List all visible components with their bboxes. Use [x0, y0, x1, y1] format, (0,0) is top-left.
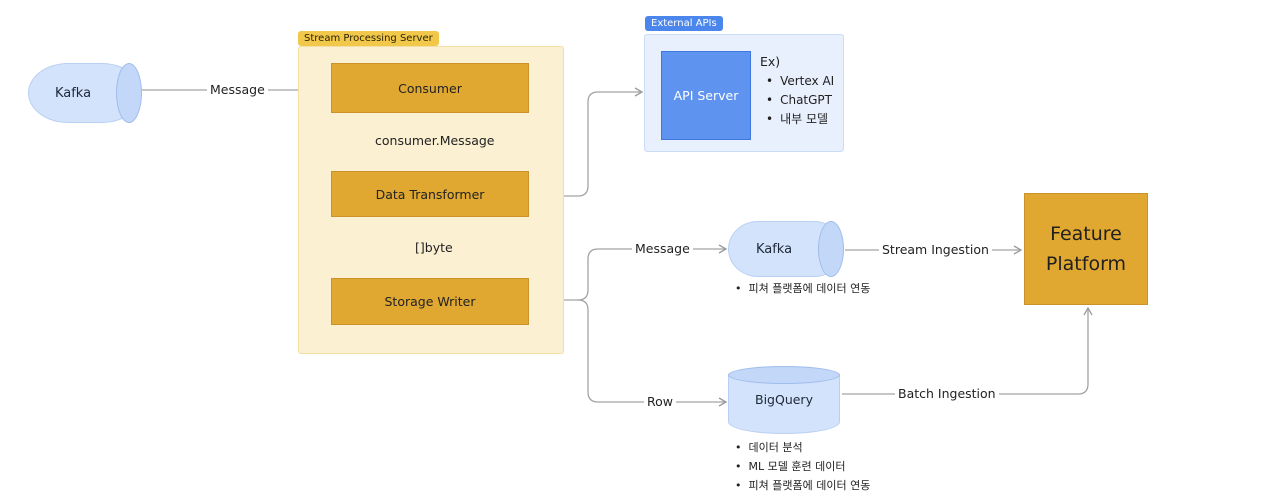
note-item: 피쳐 플랫폼에 데이터 연동 [735, 279, 871, 298]
external-apis-tag: External APIs [645, 16, 723, 31]
note-item: 피쳐 플랫폼에 데이터 연동 [735, 476, 871, 495]
examples-list: Vertex AI ChatGPT 내부 모델 [766, 72, 834, 129]
kafka-sink-notes: 피쳐 플랫폼에 데이터 연동 [735, 279, 871, 298]
kafka-sink-cylinder: Kafka [728, 221, 844, 277]
note-item: 데이터 분석 [735, 438, 870, 457]
bigquery-notes: 데이터 분석 ML 모델 훈련 데이터 피쳐 플랫폼에 데이터 연동 [735, 438, 871, 495]
edge-label-consumer-message: consumer.Message [372, 133, 498, 148]
api-server-box: API Server [661, 51, 751, 140]
edge-label-message-in: Message [207, 82, 268, 97]
edge-label-message-out: Message [632, 241, 693, 256]
edge-transformer-api [530, 87, 644, 201]
edge-label-stream-ingestion: Stream Ingestion [879, 242, 992, 257]
kafka-source-label: Kafka [54, 85, 92, 101]
example-item: ChatGPT [766, 91, 834, 110]
feature-platform-box: Feature Platform [1024, 193, 1148, 305]
edge-label-byte: []byte [412, 240, 456, 255]
stream-server-tag: Stream Processing Server [298, 31, 439, 46]
storage-writer-box: Storage Writer [331, 278, 529, 325]
edge-bigquery-feature [842, 306, 1093, 395]
kafka-sink-label: Kafka [755, 241, 793, 257]
feature-platform-line2: Platform [1045, 253, 1127, 275]
examples-title: Ex) [760, 54, 781, 69]
data-transformer-box: Data Transformer [331, 171, 529, 217]
bigquery-label: BigQuery [755, 392, 813, 407]
consumer-box: Consumer [331, 63, 529, 113]
bigquery-cylinder: BigQuery [728, 366, 840, 434]
example-item: 내부 모델 [766, 110, 834, 129]
example-item: Vertex AI [766, 72, 834, 91]
edge-label-row: Row [644, 394, 676, 409]
note-item: ML 모델 훈련 데이터 [735, 457, 870, 476]
kafka-source-cylinder: Kafka [28, 63, 142, 123]
edge-label-batch-ingestion: Batch Ingestion [895, 386, 999, 401]
feature-platform-line1: Feature [1050, 223, 1122, 245]
edge-writer-bigquery [577, 299, 728, 407]
edge-writer-kafka [530, 244, 728, 301]
